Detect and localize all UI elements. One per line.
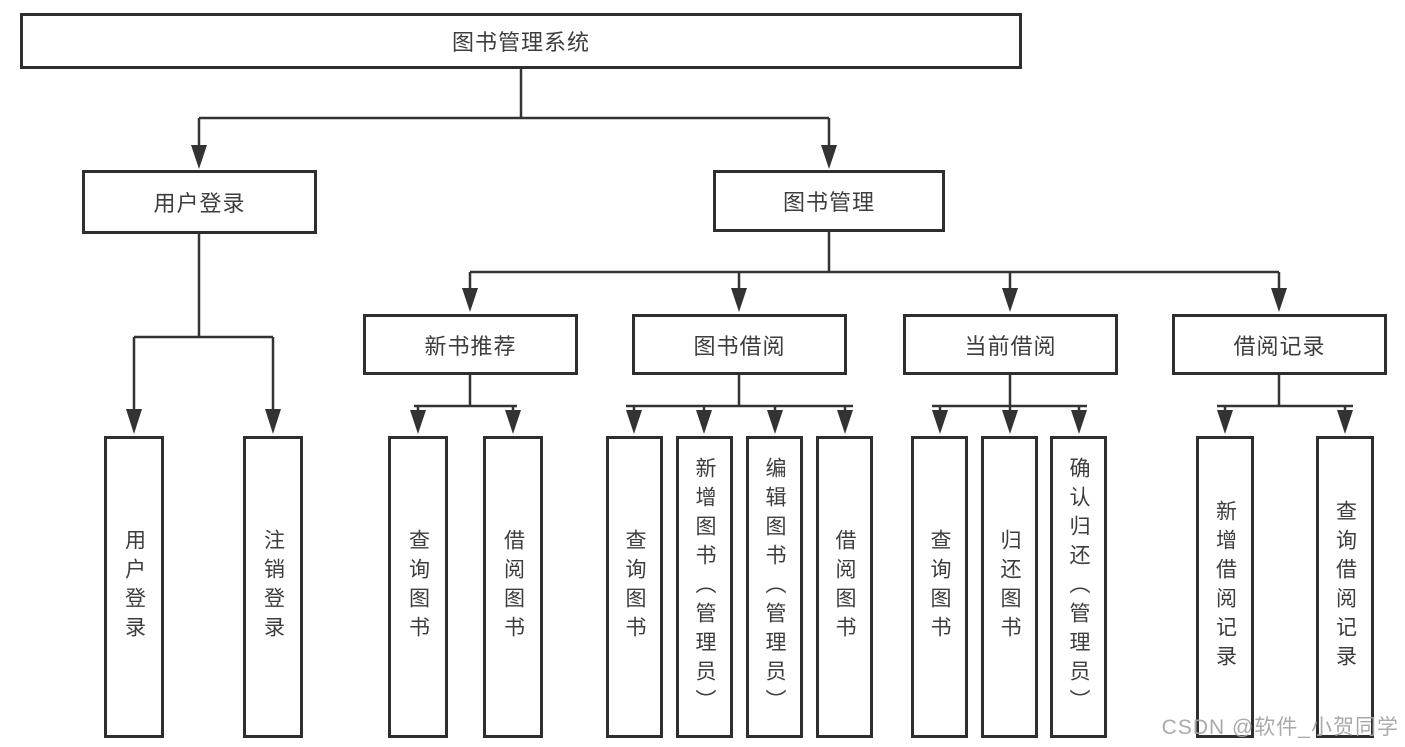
leaf-label: 注销登录	[261, 529, 285, 645]
arrowheads	[126, 145, 1353, 434]
node-new-book-recommend: 新书推荐	[363, 314, 578, 375]
leaf-label: 查询借阅记录	[1333, 500, 1357, 674]
node-label: 图书借阅	[693, 333, 786, 359]
node-root-system: 图书管理系统	[20, 13, 1022, 69]
leaf-user-login: 用户登录	[104, 436, 164, 738]
leaf-query-books-current: 查询图书	[911, 436, 968, 738]
leaf-label: 查询图书	[623, 529, 646, 645]
node-label: 当前借阅	[964, 333, 1057, 359]
leaf-edit-book-admin: 编辑图书（管理员）	[746, 436, 803, 738]
leaf-label: 新增借阅记录	[1213, 500, 1237, 674]
leaf-label: 用户登录	[122, 529, 146, 645]
leaf-label: 查询图书	[406, 529, 430, 645]
leaf-logout: 注销登录	[243, 436, 303, 738]
leaf-label: 查询图书	[928, 529, 951, 645]
node-label: 图书管理	[782, 190, 875, 215]
node-label: 用户登录	[153, 191, 246, 216]
node-book-borrow: 图书借阅	[632, 314, 847, 375]
leaf-borrow-books: 借阅图书	[816, 436, 873, 738]
leaf-label: 归还图书	[998, 529, 1021, 645]
leaf-label: 新增图书（管理员）	[693, 456, 716, 718]
node-book-management: 图书管理	[713, 170, 945, 232]
csdn-watermark: CSDN @软件_小贺同学	[1161, 716, 1399, 739]
leaf-return-books: 归还图书	[981, 436, 1038, 738]
leaf-add-book-admin: 新增图书（管理员）	[676, 436, 733, 738]
leaf-label: 借阅图书	[501, 529, 525, 645]
leaf-add-borrow-record: 新增借阅记录	[1196, 436, 1254, 738]
leaf-label: 借阅图书	[833, 529, 856, 645]
leaf-borrow-books-recommend: 借阅图书	[483, 436, 543, 738]
node-borrow-records: 借阅记录	[1172, 314, 1387, 375]
node-label: 图书管理系统	[451, 30, 590, 55]
leaf-query-books-recommend: 查询图书	[388, 436, 448, 738]
leaf-label: 编辑图书（管理员）	[763, 456, 786, 718]
leaf-label: 确认归还（管理员）	[1067, 456, 1090, 718]
node-user-login: 用户登录	[82, 170, 317, 234]
node-label: 借阅记录	[1233, 333, 1326, 359]
leaf-query-books-borrow: 查询图书	[606, 436, 663, 738]
leaf-confirm-return-admin: 确认归还（管理员）	[1050, 436, 1107, 738]
node-current-borrow: 当前借阅	[903, 314, 1118, 375]
leaf-query-borrow-record: 查询借阅记录	[1316, 436, 1374, 738]
node-label: 新书推荐	[424, 333, 517, 359]
